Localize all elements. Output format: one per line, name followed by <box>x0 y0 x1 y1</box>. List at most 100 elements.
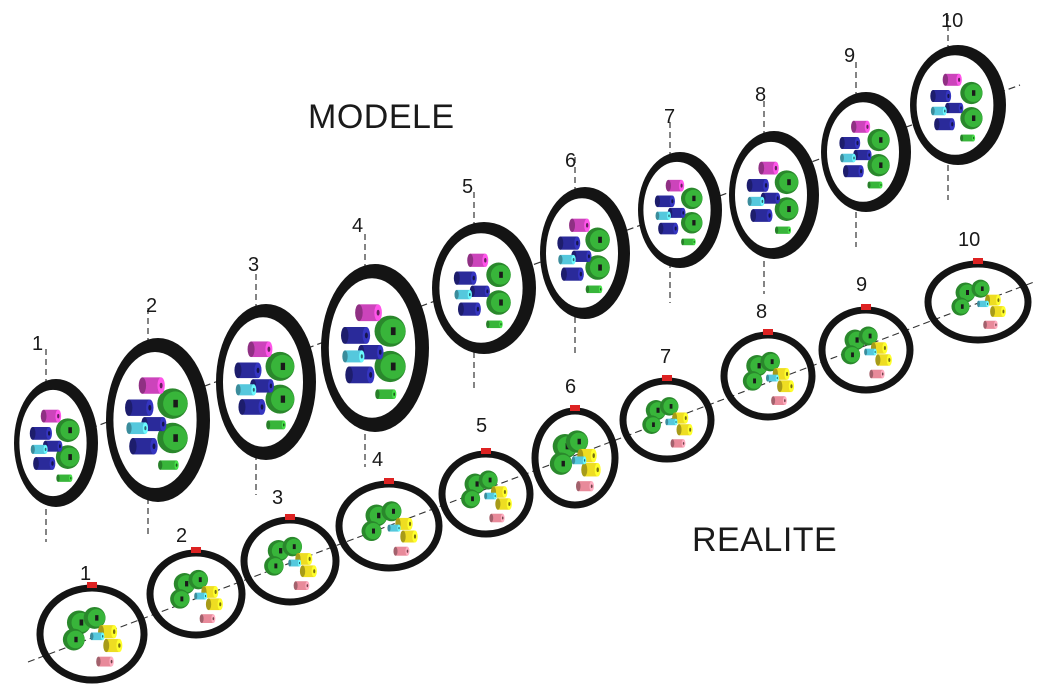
green-roller <box>374 350 406 383</box>
cyan-roller <box>288 559 302 567</box>
yellow-roller <box>299 565 317 578</box>
reality-ring-number: 10 <box>958 229 980 251</box>
pink-roller <box>489 513 505 523</box>
cyan-roller <box>454 289 472 300</box>
cyan-roller <box>665 418 678 426</box>
magenta-roller <box>138 377 165 394</box>
pink-roller <box>869 369 885 379</box>
model-ring-5: 5 <box>432 176 536 389</box>
green-rod <box>585 285 603 294</box>
blue-roller <box>457 302 481 316</box>
magenta-roller <box>355 304 382 322</box>
green-roller <box>659 397 679 416</box>
reality-section-title: REALITE <box>692 521 838 559</box>
blue-roller <box>560 267 584 281</box>
yellow-roller <box>103 638 123 653</box>
model-ring-10: 10 <box>910 10 1006 200</box>
model-ring-number: 7 <box>664 106 675 128</box>
green-roller <box>642 415 661 434</box>
reality-ring-marker <box>384 478 394 484</box>
model-ring-2: 2 <box>106 295 210 537</box>
green-rod <box>486 320 503 329</box>
model-ring-number: 4 <box>352 215 363 237</box>
reality-ring-8: 8 <box>720 301 816 421</box>
cyan-roller <box>558 254 576 265</box>
green-roller <box>381 501 402 522</box>
green-rod <box>681 238 696 246</box>
cyan-roller <box>126 422 149 435</box>
pink-roller <box>199 614 216 623</box>
model-ring-3: 3 <box>216 254 316 495</box>
green-roller <box>361 521 382 542</box>
reality-ring-number: 5 <box>476 415 487 437</box>
reality-ring-number: 7 <box>660 346 671 368</box>
cyan-roller <box>747 196 765 206</box>
green-roller <box>760 351 780 372</box>
green-roller <box>774 197 799 221</box>
green-roller <box>971 279 990 298</box>
model-ring-7: 7 <box>638 106 722 303</box>
magenta-roller <box>758 161 779 175</box>
magenta-roller <box>665 179 685 192</box>
model-ring-4: 4 <box>321 215 429 467</box>
green-roller <box>960 107 983 130</box>
green-roller <box>565 430 589 453</box>
cyan-roller <box>235 384 257 396</box>
reality-ring-marker <box>191 547 201 553</box>
magenta-roller <box>467 253 489 267</box>
blue-roller <box>750 209 773 222</box>
reality-ring-number: 3 <box>272 487 283 509</box>
cyan-roller <box>89 632 105 641</box>
cyan-roller <box>840 153 856 163</box>
blue-roller <box>654 195 675 208</box>
model-ring-1: 1 <box>14 333 98 542</box>
blue-roller <box>469 285 490 297</box>
yellow-roller <box>990 306 1006 317</box>
model-ring-9: 9 <box>821 45 911 247</box>
green-roller <box>265 351 295 381</box>
green-roller <box>55 445 80 469</box>
reality-ring-3: 3 <box>240 487 340 606</box>
pink-roller <box>393 546 410 556</box>
reality-ring-number: 9 <box>856 274 867 296</box>
yellow-roller <box>400 530 418 543</box>
model-ring-number: 10 <box>941 10 963 32</box>
reality-ring-9: 9 <box>818 274 914 394</box>
green-rod <box>266 420 286 430</box>
model-ring-number: 6 <box>565 150 576 172</box>
reality-ring-marker <box>973 258 983 264</box>
green-roller <box>282 536 303 557</box>
cyan-roller <box>30 444 48 454</box>
yellow-roller <box>581 463 601 477</box>
green-roller <box>549 452 573 475</box>
reality-ring-marker <box>87 582 97 588</box>
pink-roller <box>96 656 114 667</box>
reality-ring-10: 10 <box>924 229 1032 344</box>
green-roller <box>680 211 703 234</box>
green-roller <box>486 262 511 288</box>
blue-roller <box>33 457 56 470</box>
green-roller <box>585 255 610 280</box>
reality-ring-number: 4 <box>372 449 383 471</box>
green-roller <box>858 326 878 346</box>
green-roller <box>585 227 610 253</box>
pink-roller <box>576 481 594 492</box>
pink-roller <box>670 439 686 448</box>
green-roller <box>867 154 890 177</box>
green-roller <box>264 556 284 576</box>
cyan-roller <box>484 492 497 500</box>
cyan-roller <box>342 350 365 363</box>
blue-roller <box>842 165 864 178</box>
green-roller <box>774 170 799 195</box>
magenta-roller <box>40 409 62 423</box>
model-ring-8: 8 <box>729 84 819 294</box>
model-ring-number: 9 <box>844 45 855 67</box>
cyan-roller <box>655 211 671 220</box>
model-ring-number: 3 <box>248 254 259 276</box>
reality-ring-5: 5 <box>438 415 534 538</box>
reality-ring-number: 8 <box>756 301 767 323</box>
reality-ring-marker <box>662 375 672 381</box>
green-rod <box>375 389 397 400</box>
